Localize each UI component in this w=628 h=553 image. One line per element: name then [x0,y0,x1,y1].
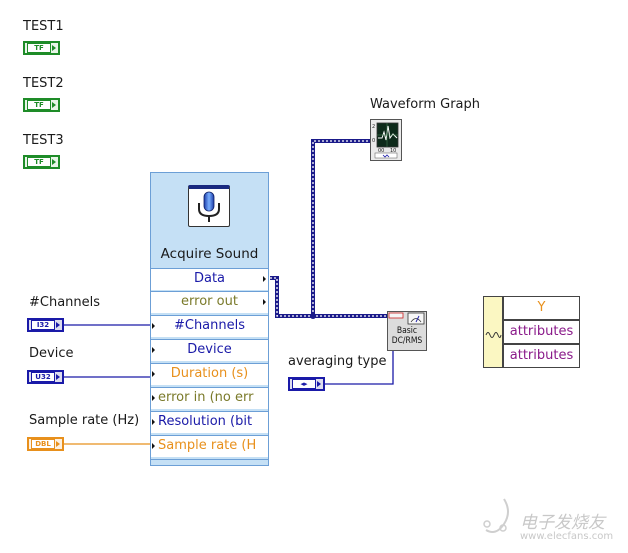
dc-rms-line1: Basic [396,326,418,336]
sample-rate-terminal[interactable]: DBL [27,437,64,451]
express-vi-footer-divider [151,459,268,460]
basic-dc-rms-vi[interactable]: Basic DC/RMS [387,311,427,351]
unbundle-element-y[interactable]: Y [503,296,580,320]
element-label: attributes [509,348,574,363]
terminal-label: Duration (s) [170,366,249,381]
sample-rate-type: DBL [31,439,55,449]
device-type: U32 [31,372,55,382]
input-arrow-icon [152,371,155,377]
waveform-wire[interactable] [270,139,388,319]
express-vi-title: Acquire Sound [160,246,259,262]
unbundle-element-attributes[interactable]: attributes [503,320,580,344]
averaging-type-wire[interactable] [325,351,394,385]
test3-terminal[interactable]: TF [23,155,60,169]
input-arrow-icon [152,347,155,353]
element-label: attributes [509,324,574,339]
terminal-label: error in (no err [158,390,254,405]
microphone-icon [188,185,230,227]
terminal-channels[interactable]: #Channels [151,315,268,337]
terminal-duration[interactable]: Duration (s) [151,363,268,385]
unbundle-by-name[interactable]: Y attributes attributes [483,296,580,368]
dc-rms-line2: DC/RMS [391,336,423,346]
wire-junction [310,313,316,319]
test3-type: TF [27,157,51,167]
output-arrow-icon [56,322,60,328]
acquire-sound-express-vi[interactable]: Acquire Sound Data error out #Channels D… [150,172,269,466]
output-arrow-icon [52,45,56,51]
terminal-device[interactable]: Device [151,339,268,361]
terminal-label: Resolution (bit [158,414,253,429]
input-arrow-icon [152,443,155,449]
terminal-label: Device [187,342,232,357]
watermark-logo-icon [483,498,509,533]
waveform-icon [485,332,502,338]
test2-terminal[interactable]: TF [23,98,60,112]
channels-terminal[interactable]: I32 [27,318,64,332]
terminal-label: Data [193,271,226,286]
waveform-graph-icon: 2 0 00 10 [372,122,399,159]
channels-type: I32 [31,320,55,330]
terminal-label: #Channels [173,318,246,333]
output-arrow-icon [52,102,56,108]
terminal-error-in[interactable]: error in (no err [151,387,268,409]
test1-label: TEST1 [23,19,64,34]
svg-text:10: 10 [390,148,396,154]
watermark-url: www.elecfans.com [520,531,614,542]
input-arrow-icon [152,323,155,329]
element-label: Y [537,300,546,315]
meter-icon [388,312,425,325]
input-arrow-icon [152,395,155,401]
waveform-graph-label: Waveform Graph [370,97,480,112]
input-arrow-icon [152,419,155,425]
svg-text:2: 2 [372,124,375,130]
device-label: Device [29,346,74,361]
output-arrow-icon [56,441,60,447]
svg-text:00: 00 [378,148,384,154]
watermark-text: 电子发烧友 [520,513,605,533]
averaging-type-terminal[interactable]: ◂▸ [288,377,325,391]
output-arrow-icon [263,299,266,305]
unbundle-input-strip[interactable] [483,296,503,368]
output-arrow-icon [263,276,266,282]
averaging-type-label: averaging type [288,354,387,369]
averaging-type-type: ◂▸ [292,379,316,389]
output-arrow-icon [52,159,56,165]
output-arrow-icon [56,374,60,380]
terminal-error-out[interactable]: error out [151,291,268,313]
test2-label: TEST2 [23,76,64,91]
channels-label: #Channels [29,295,101,310]
terminal-sample-rate[interactable]: Sample rate (H [151,435,268,457]
terminal-data[interactable]: Data [151,268,268,290]
test1-type: TF [27,43,51,53]
test1-terminal[interactable]: TF [23,41,60,55]
output-arrow-icon [317,381,321,387]
waveform-graph-terminal[interactable]: 2 0 00 10 [370,119,402,161]
test3-label: TEST3 [23,133,64,148]
terminal-resolution[interactable]: Resolution (bit [151,411,268,433]
terminal-label: Sample rate (H [158,438,257,453]
terminal-label: error out [181,294,238,309]
unbundle-element-attributes[interactable]: attributes [503,344,580,368]
sample-rate-label: Sample rate (Hz) [29,413,140,428]
svg-text:0: 0 [372,138,375,144]
test2-type: TF [27,100,51,110]
device-terminal[interactable]: U32 [27,370,64,384]
